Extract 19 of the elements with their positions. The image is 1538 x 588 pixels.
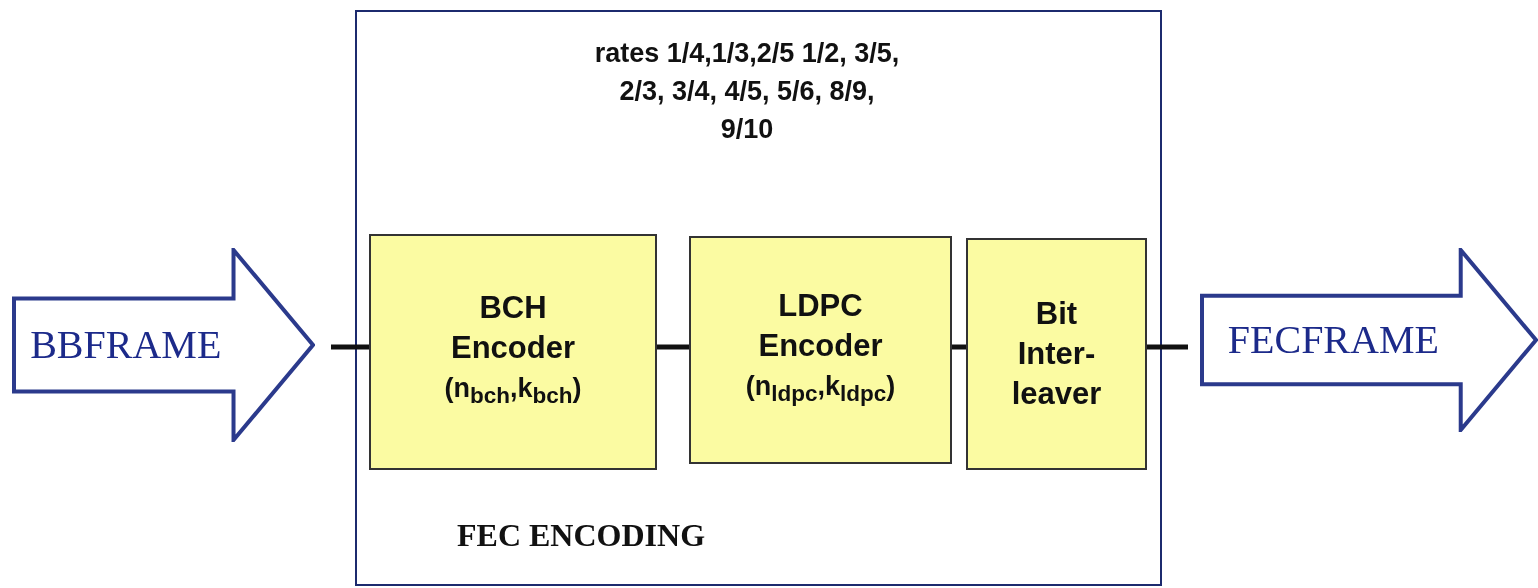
block-label: Bit Inter- leaver bbox=[1010, 295, 1103, 413]
rates-text: rates 1/4,1/3,2/5 1/2, 3/5, 2/3, 3/4, 4/5, 5/6, 8/9, 9/10 bbox=[593, 37, 901, 146]
block-title: FEC ENCODING bbox=[457, 517, 706, 554]
process-box bbox=[689, 236, 952, 464]
process-box bbox=[369, 234, 657, 470]
block-arrow bbox=[1200, 248, 1538, 432]
block-label: BCH Encoder bbox=[450, 288, 576, 367]
process-box bbox=[966, 238, 1147, 470]
frame-label: BBFRAME bbox=[29, 321, 223, 369]
connector-line bbox=[952, 344, 966, 350]
block-label: LDPC Encoder bbox=[757, 286, 884, 365]
encoder-frame bbox=[355, 10, 1162, 586]
frame-label: FECFRAME bbox=[1226, 316, 1440, 364]
connector-line bbox=[331, 344, 369, 350]
parameter-text: (n$_{bch}$,k$_{bch}$) bbox=[443, 371, 583, 411]
connector-line bbox=[1147, 344, 1188, 350]
block-arrow bbox=[12, 248, 315, 442]
parameter-text: (n$_{ldpc}$,k$_{ldpc}$) bbox=[744, 369, 897, 409]
connector-line bbox=[657, 344, 689, 350]
